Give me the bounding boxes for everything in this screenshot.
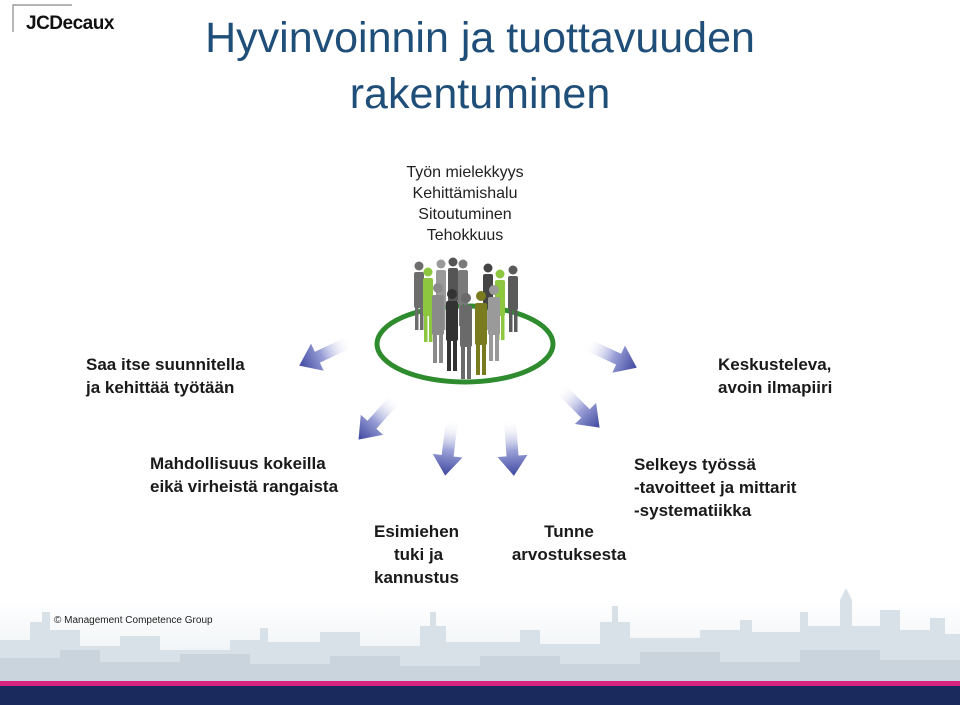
factor-line: ja kehittää työtään (86, 378, 235, 397)
copyright-text: © Management Competence Group (54, 615, 213, 626)
outcome-item: Työn mielekkyys (406, 164, 524, 181)
factor-mahdollisuus: Mahdollisuus kokeilla eikä virheistä ran… (150, 452, 338, 498)
people-figures (414, 257, 518, 379)
navy-band (0, 686, 960, 705)
person-figure (508, 265, 518, 332)
factor-line: Selkeys työssä (634, 455, 756, 474)
factor-line: eikä virheistä rangaista (150, 477, 339, 496)
jcdecaux-logo: JCDecaux (12, 4, 122, 34)
person-figure (460, 293, 472, 379)
arrow-to-tunne (497, 419, 528, 476)
factor-line: -systematiikka (634, 501, 752, 520)
factor-line: arvostuksesta (511, 545, 627, 564)
arrow-to-saa-itse (299, 336, 353, 371)
pink-stripe (0, 681, 960, 686)
factor-line: Keskusteleva, (718, 355, 832, 374)
person-figure (432, 283, 444, 363)
city-skyline (0, 588, 960, 682)
factor-line: Esimiehen (374, 522, 460, 541)
arrow-to-mahdollisuus (358, 393, 401, 440)
factor-saa-itse: Saa itse suunnitella ja kehittää työtään (86, 353, 245, 399)
factor-line: avoin ilmapiiri (718, 378, 833, 397)
factor-line: tuki ja (394, 545, 444, 564)
outcomes-list: Työn mielekkyys Kehittämishalu Sitoutumi… (360, 162, 570, 246)
logo-text: JCDecaux (26, 13, 114, 34)
factor-keskusteleva: Keskusteleva, avoin ilmapiiri (718, 353, 832, 399)
title-line-2: rakentuminen (349, 70, 611, 118)
factor-line: -tavoitteet ja mittarit (634, 478, 797, 497)
title-line-1: Hyvinvoinnin ja tuottavuuden (205, 14, 755, 62)
arrow-to-esimiehen (432, 419, 463, 476)
factor-line: Mahdollisuus kokeilla (150, 454, 326, 473)
factor-line: Tunne (544, 522, 594, 541)
outcome-item: Tehokkuus (426, 227, 504, 244)
factor-tunne: Tunne arvostuksesta (502, 520, 636, 566)
outcome-item: Kehittämishalu (412, 185, 518, 202)
page-title: Hyvinvoinnin ja tuottavuuden rakentumine… (0, 10, 960, 122)
person-figure (414, 261, 424, 330)
person-figure (423, 267, 433, 342)
factor-esimiehen: Esimiehen tuki ja kannustus (374, 520, 459, 589)
factor-line: kannustus (374, 568, 460, 587)
factor-line: Saa itse suunnitella (86, 355, 245, 374)
outcome-item: Sitoutuminen (418, 206, 512, 223)
arrow-to-selkeys (555, 383, 600, 428)
person-figure (475, 291, 487, 375)
person-figure (488, 285, 500, 361)
factor-selkeys: Selkeys työssä -tavoitteet ja mittarit -… (634, 453, 796, 522)
arrow-to-keskusteleva (583, 338, 637, 373)
person-figure (446, 289, 458, 371)
